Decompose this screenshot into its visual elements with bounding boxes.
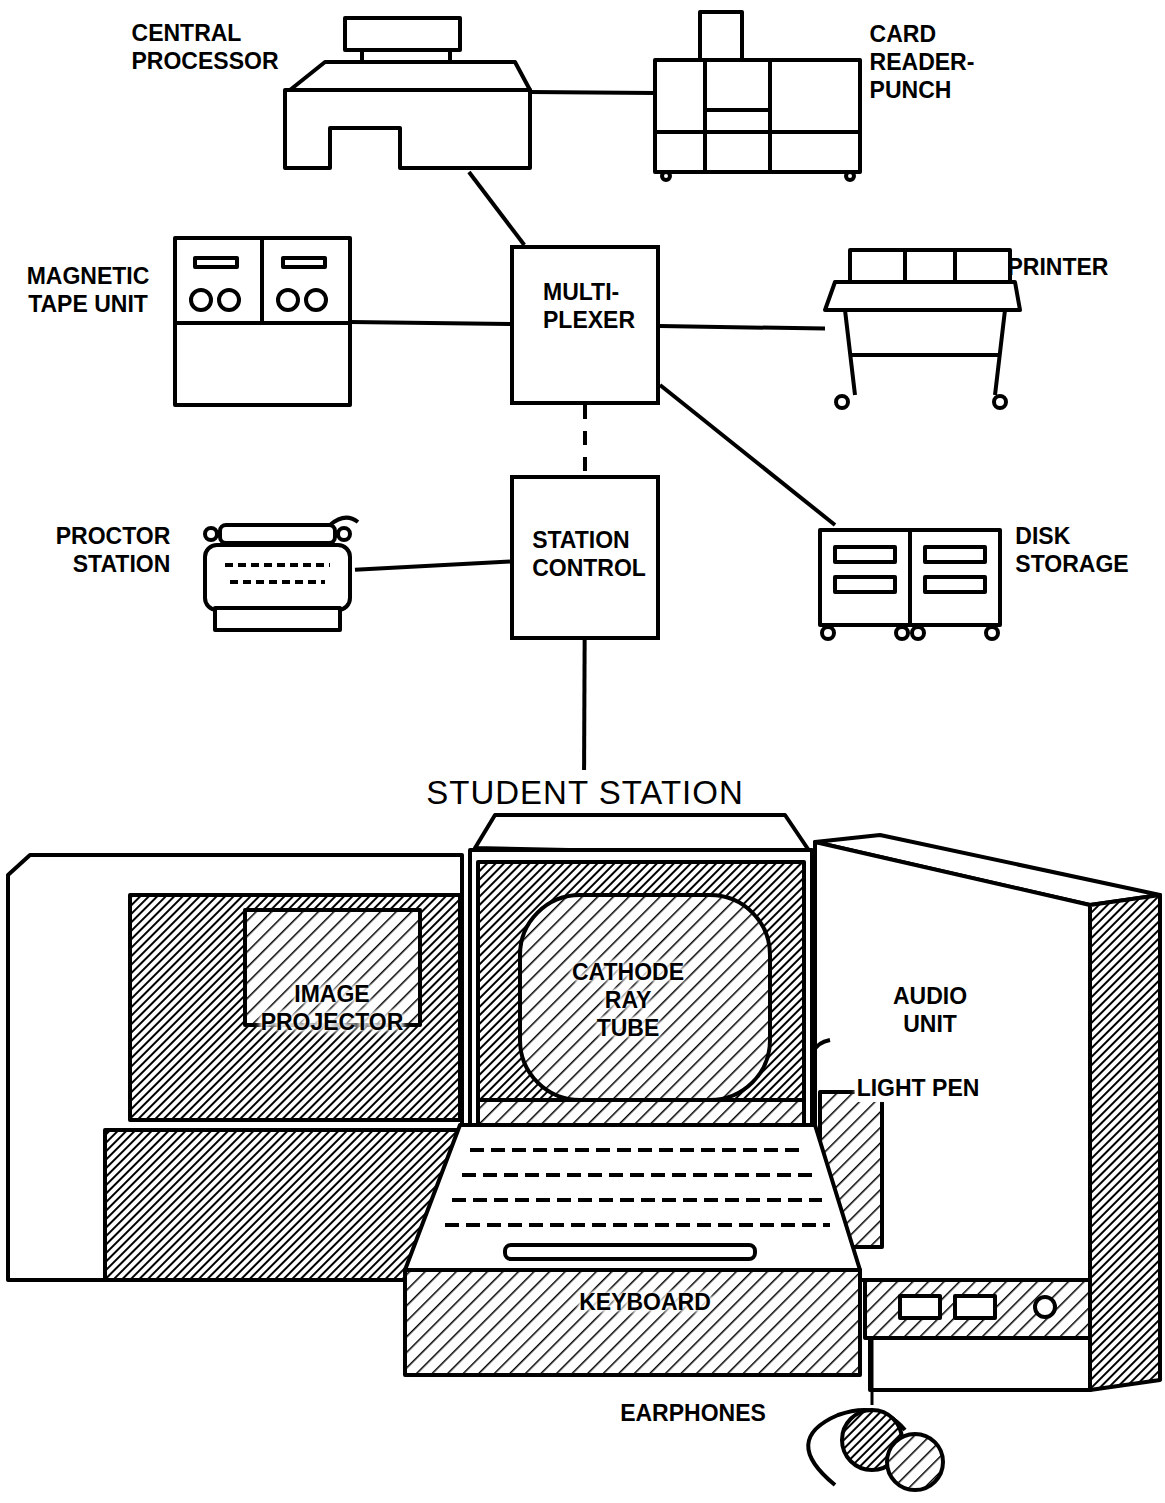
- connector-line: [583, 405, 587, 475]
- node-label: CATHODE RAY TUBE: [572, 958, 684, 1042]
- computer-device: DISK STORAGE: [820, 525, 1000, 645]
- computer-device: PROCTOR STATION: [200, 515, 355, 633]
- part-label: EARPHONES: [618, 1399, 768, 1427]
- station-component: IMAGE PROJECTOR: [5, 850, 465, 1280]
- node-label: PROCTOR STATION: [56, 522, 171, 578]
- computer-device: MAGNETIC TAPE UNIT: [175, 235, 350, 407]
- connector-line: [355, 562, 510, 570]
- connector-line: [660, 326, 825, 328]
- station-component: CATHODE RAY TUBE: [468, 815, 813, 1150]
- node-label: CARD READER- PUNCH: [870, 20, 975, 104]
- node-label: PRINTER: [1008, 253, 1109, 281]
- node-label: MULTI- PLEXER: [543, 278, 635, 334]
- connector-line: [582, 640, 587, 770]
- node-label: MAGNETIC TAPE UNIT: [27, 262, 150, 318]
- computer-device: CARD READER- PUNCH: [655, 10, 860, 178]
- part-label: LIGHT PEN: [855, 1074, 982, 1102]
- node-label: STUDENT STATION: [426, 773, 744, 813]
- station-component: AUDIO UNIT: [815, 840, 1160, 1390]
- process-box: MULTI- PLEXER: [510, 245, 660, 405]
- node-label: STATION CONTROL: [532, 526, 646, 582]
- connector-line: [530, 92, 655, 93]
- node-label: IMAGE PROJECTOR: [261, 980, 404, 1036]
- process-box: STATION CONTROL: [510, 475, 660, 640]
- node-label: AUDIO UNIT: [893, 982, 967, 1038]
- computer-device: PRINTER: [825, 250, 1020, 410]
- node-label: DISK STORAGE: [1015, 522, 1128, 578]
- connector-line: [469, 172, 524, 245]
- node-label: KEYBOARD: [579, 1288, 711, 1316]
- station-component: KEYBOARD: [405, 1120, 860, 1375]
- connector-line: [660, 385, 835, 525]
- computer-device: CENTRAL PROCESSOR: [285, 10, 530, 172]
- station-group: STUDENT STATION IMAGE PROJECTOR CATHODE RA…: [0, 770, 1165, 1500]
- connector-line: [350, 322, 510, 324]
- node-label: CENTRAL PROCESSOR: [132, 19, 279, 75]
